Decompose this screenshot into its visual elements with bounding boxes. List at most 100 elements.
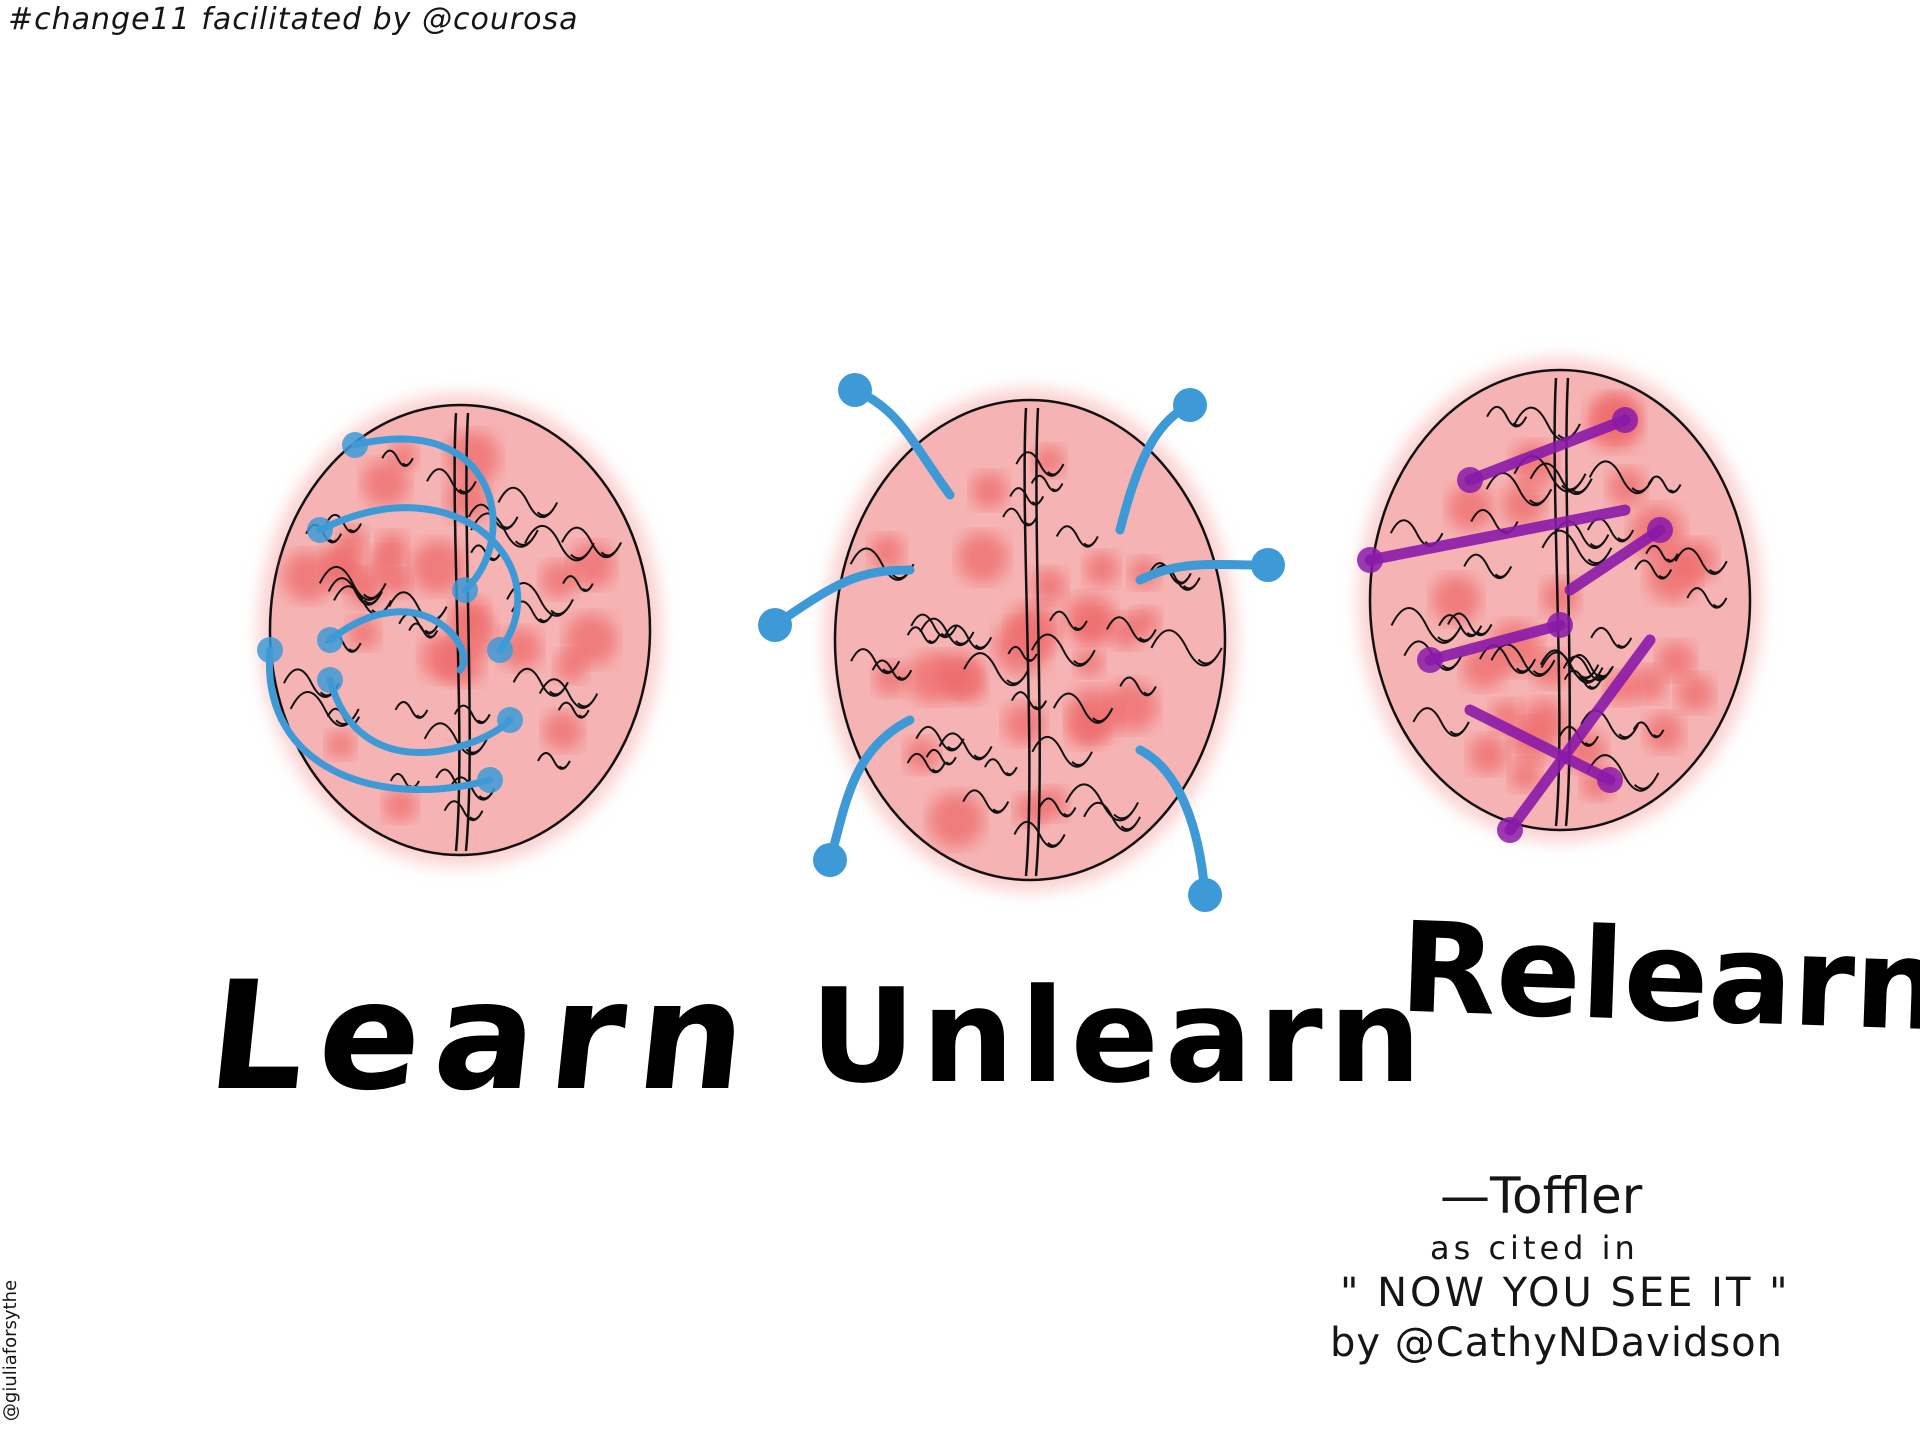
- brain-blob: [1033, 445, 1065, 477]
- brain-fold: [512, 667, 569, 697]
- brain-fold: [538, 678, 599, 709]
- brain-blob: [1468, 735, 1508, 775]
- learn-connection: [326, 676, 514, 756]
- relearn-connection: [1564, 524, 1666, 596]
- brain-blob: [1509, 759, 1542, 792]
- relearn-node: [1457, 467, 1483, 493]
- brain-fold: [448, 776, 496, 801]
- brain-blob: [1003, 703, 1045, 745]
- brain-fold: [1055, 525, 1099, 548]
- brain-fold: [1686, 587, 1728, 609]
- brain-blob: [1676, 674, 1714, 712]
- brain-fold: [1588, 460, 1655, 495]
- brain-fold: [910, 613, 958, 639]
- brain-fold: [497, 486, 559, 519]
- brain-fold: [470, 512, 539, 548]
- brain-fold: [318, 565, 387, 601]
- brain-fold: [453, 704, 491, 725]
- brain-blob: [1077, 609, 1111, 644]
- brain-fold: [871, 659, 913, 681]
- brain-blob: [540, 560, 578, 599]
- brain-blob: [1461, 645, 1506, 690]
- learn-node: [307, 517, 333, 543]
- brain-blob: [543, 711, 583, 751]
- brain-blob: [282, 551, 334, 602]
- learn-connection: [265, 646, 494, 794]
- brain-fold: [1119, 676, 1157, 697]
- unlearn-label: Unlearn: [810, 960, 1428, 1112]
- brain-fold: [1567, 654, 1614, 679]
- brain-fold: [325, 513, 362, 534]
- brain-fold: [1002, 507, 1038, 527]
- brain-blob: [376, 531, 408, 562]
- brain-fold: [470, 544, 502, 562]
- brain-fold: [1030, 633, 1096, 667]
- learn-brain-illustration: [257, 393, 662, 867]
- relearn-node: [1417, 647, 1443, 673]
- learn-node: [497, 707, 523, 733]
- brain-blob: [326, 730, 355, 760]
- brain-fold: [1541, 529, 1613, 567]
- brain-fold: [1540, 651, 1604, 684]
- brain-fold: [408, 622, 439, 639]
- brain-blob: [383, 569, 412, 598]
- brain-fold: [562, 575, 594, 593]
- unlearn-node: [1173, 388, 1207, 422]
- signature: @giuliaforsythe: [0, 1279, 22, 1422]
- unlearn-brain-illustration: [758, 373, 1285, 912]
- unlearn-connection: [1135, 745, 1210, 900]
- brain-blob: [907, 652, 958, 704]
- relearn-connection: [1424, 619, 1566, 666]
- brain-fold: [925, 748, 957, 766]
- brain-fold: [283, 668, 340, 698]
- brain-blob: [1431, 575, 1481, 624]
- brain-fold: [1590, 626, 1633, 649]
- unlearn-node: [1188, 878, 1222, 912]
- brain-blob: [970, 472, 1008, 509]
- brain-fold: [467, 503, 519, 530]
- brain-fissure: [1023, 407, 1041, 877]
- relearn-connection: [1464, 414, 1631, 486]
- brain-fold: [1647, 475, 1682, 494]
- brain-fold: [327, 577, 383, 606]
- brain-fold: [938, 732, 993, 761]
- credit-text: #change11 facilitated by @courosa: [8, 2, 579, 37]
- quote-cited: as cited in: [1430, 1228, 1639, 1267]
- unlearn-connection: [770, 565, 915, 630]
- brain-fold: [1007, 645, 1038, 663]
- brain-fold: [906, 626, 941, 644]
- brain-blob: [1031, 568, 1067, 604]
- brain-fold: [1105, 616, 1157, 643]
- quote-author: —Toffler: [1440, 1167, 1643, 1225]
- brain-blob: [1522, 699, 1566, 743]
- brain-fold: [1038, 797, 1077, 818]
- brain-fold: [1083, 801, 1141, 832]
- brain-blob: [1131, 607, 1161, 637]
- relearn-brain-illustration: [1357, 358, 1762, 843]
- relearn-connection: [1464, 704, 1616, 786]
- brain-blob: [994, 618, 1050, 675]
- quote-by: by @CathyNDavidson: [1330, 1319, 1783, 1366]
- brain-blob: [383, 788, 417, 822]
- brain-fold: [1049, 610, 1088, 632]
- brain-blob: [904, 737, 940, 773]
- brain-fold: [1674, 547, 1728, 575]
- quote-book: " NOW YOU SEE IT ": [1340, 1269, 1791, 1316]
- brain-fold: [1031, 735, 1093, 768]
- learn-node: [452, 577, 478, 603]
- brain-blob: [1074, 647, 1104, 677]
- brain-fold: [1438, 614, 1483, 638]
- brain-fold: [962, 789, 1010, 814]
- brain-fold: [1447, 612, 1493, 637]
- brain-blob: [446, 431, 500, 485]
- brain-fold: [381, 449, 414, 467]
- unlearn-node: [1251, 548, 1285, 582]
- brain-fold: [1632, 721, 1665, 739]
- brain-blob: [1644, 713, 1684, 753]
- relearn-node: [1497, 817, 1523, 843]
- brain-blob: [361, 459, 410, 507]
- brain-fold: [394, 700, 429, 719]
- brain-fold: [1390, 607, 1463, 644]
- quote-attribution: —Toffler as cited in " NOW YOU SEE IT " …: [1330, 1165, 1810, 1368]
- brain-blob: [1501, 482, 1545, 526]
